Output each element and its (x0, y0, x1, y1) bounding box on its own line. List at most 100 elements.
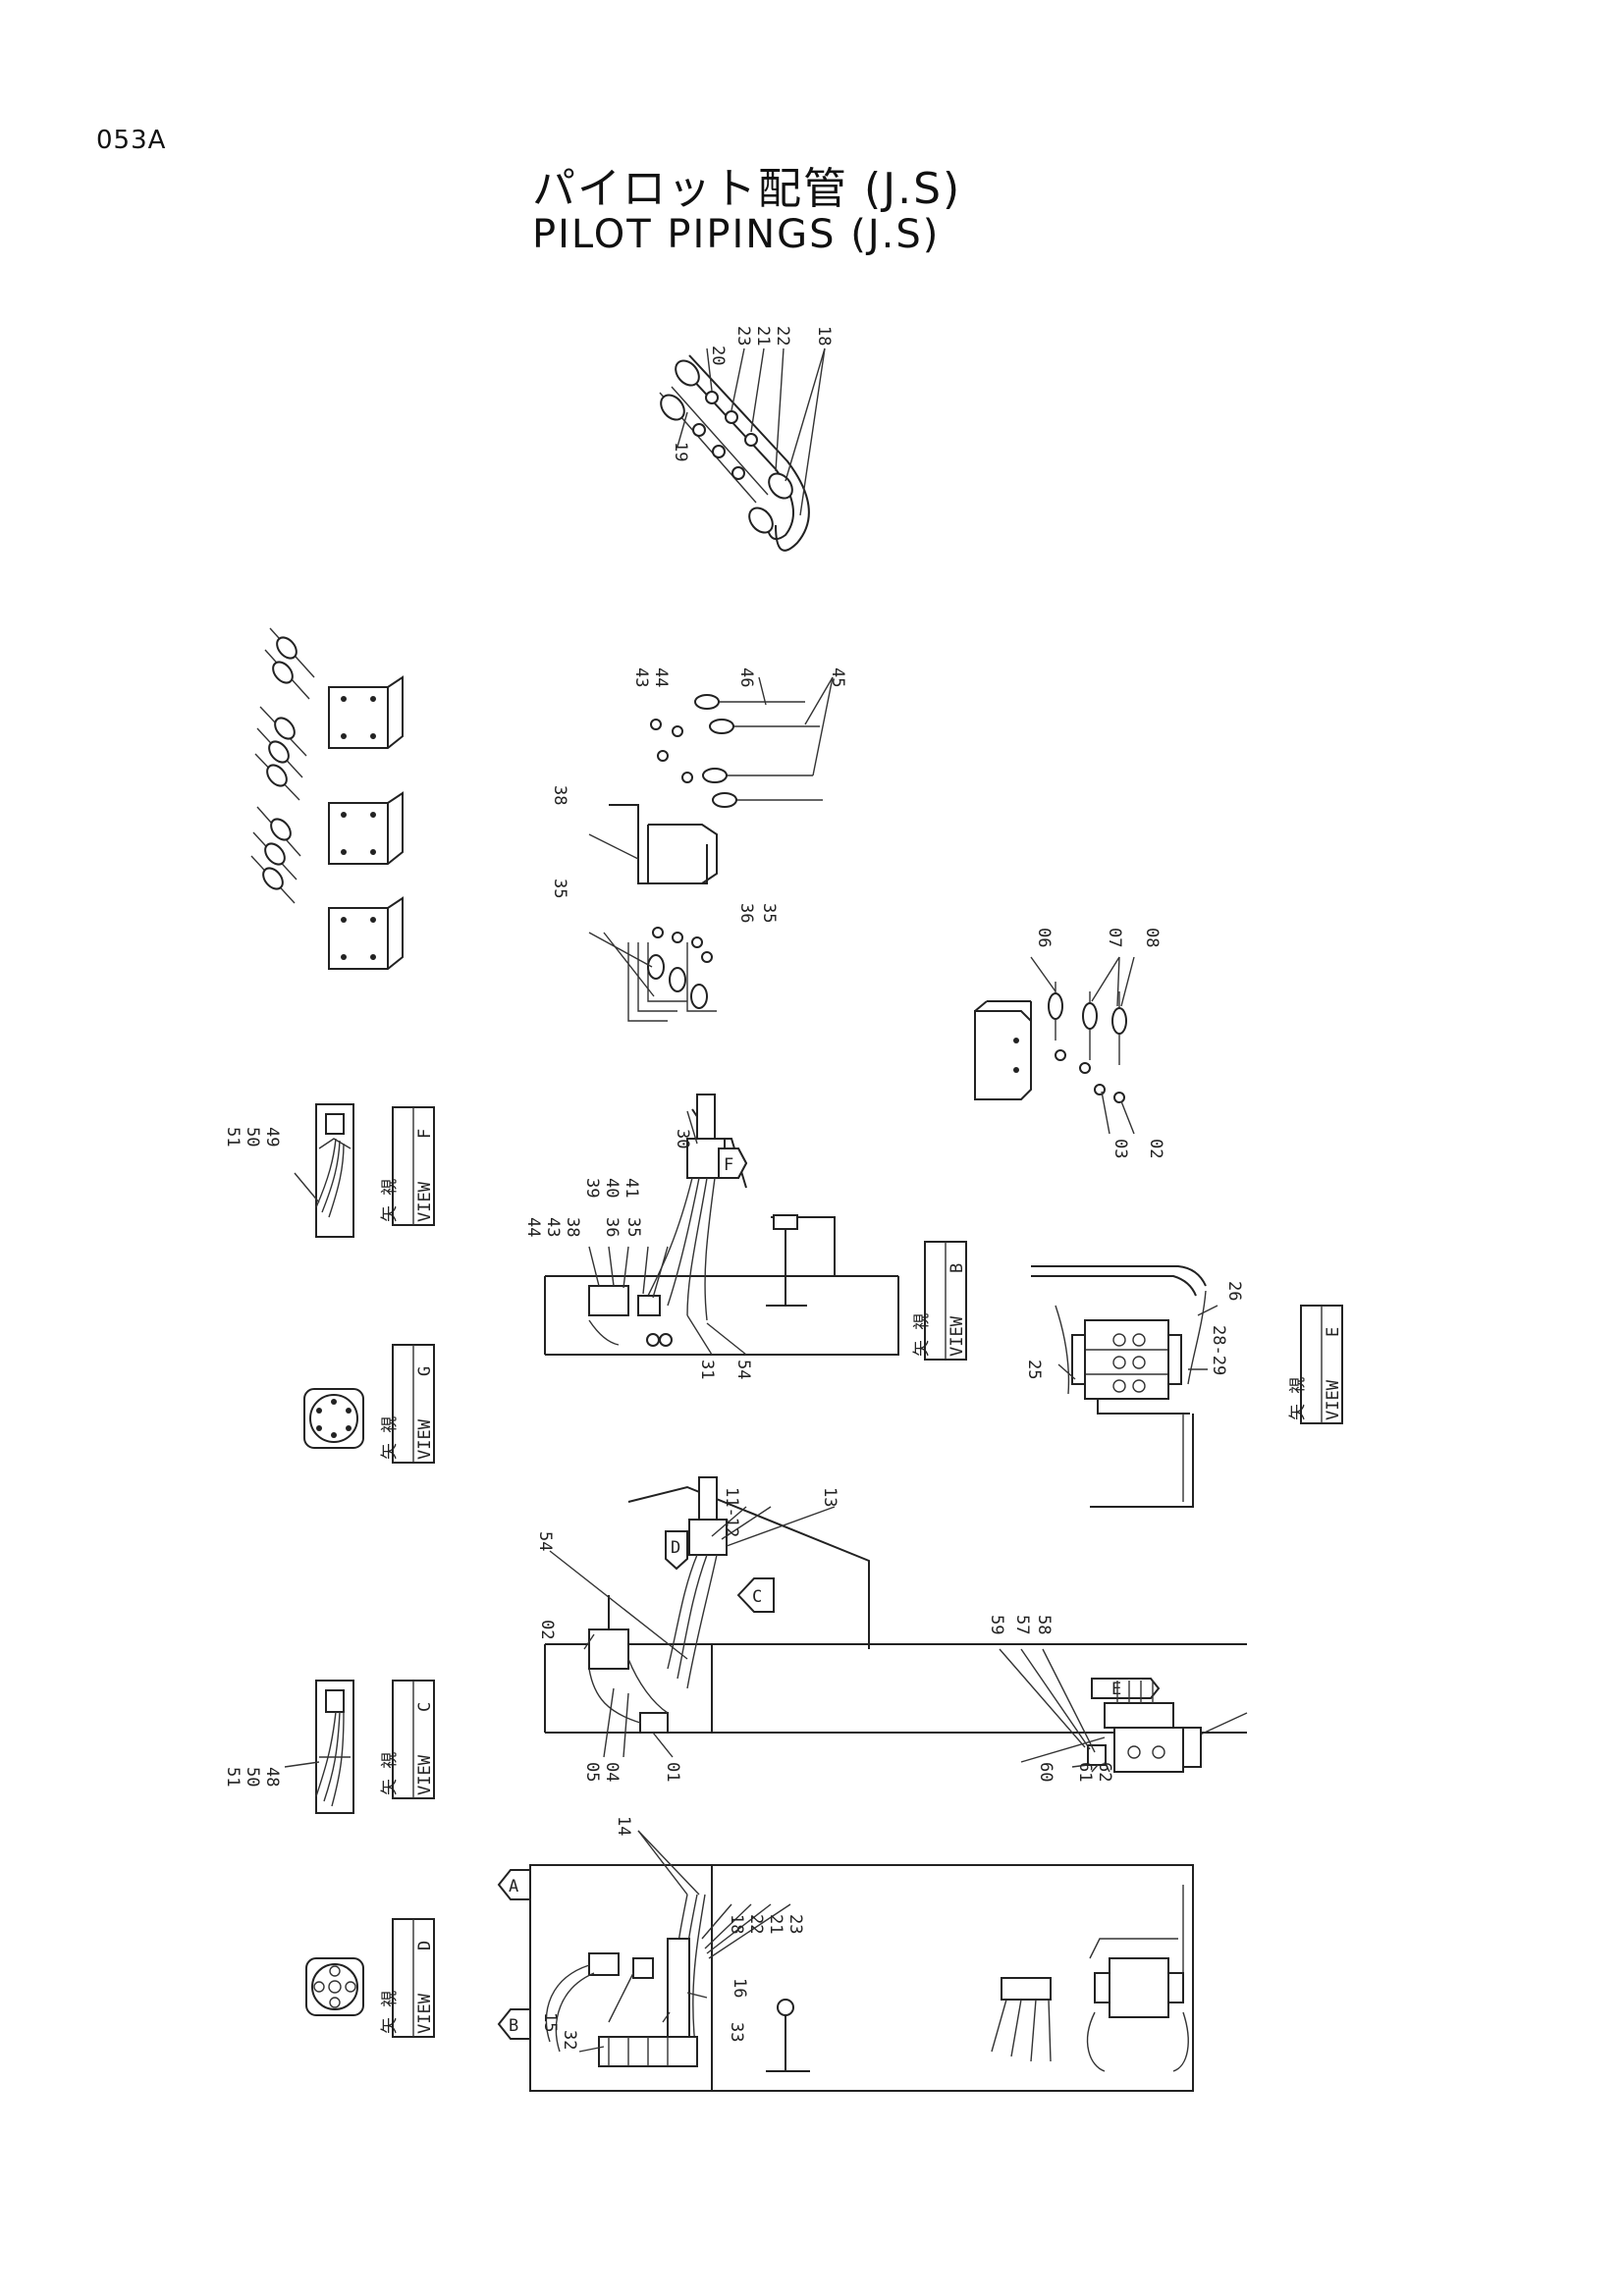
part-number-44: 44 (651, 667, 671, 687)
pilot-bracket-assembly (588, 676, 834, 1022)
part-number-54: 54 (733, 1360, 753, 1379)
part-number-11-12: 11-12 (722, 1487, 741, 1537)
part-number-32: 32 (560, 2030, 579, 2050)
part-number-13: 13 (820, 1487, 839, 1507)
part-number-50: 50 (243, 1127, 262, 1147)
part-number-58: 58 (1034, 1615, 1054, 1634)
arrow-marker-c: C (736, 1577, 775, 1613)
part-number-38-b: 38 (563, 1217, 582, 1237)
part-number-02-b: 02 (537, 1620, 557, 1639)
part-number-49: 49 (262, 1127, 282, 1147)
part-number-44-b: 44 (523, 1217, 543, 1237)
part-number-38: 38 (550, 785, 569, 805)
part-number-50-b: 50 (243, 1767, 262, 1787)
part-number-23-b: 23 (785, 1914, 805, 1934)
view-f-kanji: 矢 視 (380, 1179, 400, 1222)
part-number-28-29: 28-29 (1209, 1325, 1228, 1375)
part-number-41: 41 (622, 1178, 641, 1198)
part-number-15: 15 (540, 2012, 560, 2032)
part-number-22-b: 22 (746, 1914, 766, 1934)
part-number-04: 04 (602, 1762, 622, 1782)
part-number-20: 20 (708, 346, 728, 365)
part-number-36: 36 (736, 903, 756, 923)
part-number-07: 07 (1105, 928, 1124, 947)
part-number-19: 19 (671, 442, 690, 461)
cab-floor-assembly (529, 1830, 1194, 2092)
view-f-word: VIEW (415, 1181, 435, 1222)
part-number-14: 14 (614, 1816, 633, 1836)
part-number-46: 46 (736, 667, 756, 687)
part-number-45: 45 (828, 667, 847, 687)
page-code: 053A (96, 126, 167, 155)
view-label-c: 矢 視 VIEW C (380, 1680, 435, 1799)
part-number-51: 51 (223, 1127, 243, 1147)
part-number-08: 08 (1142, 928, 1162, 947)
part-number-43-b: 43 (543, 1217, 563, 1237)
part-number-21: 21 (753, 326, 773, 346)
part-number-18: 18 (814, 326, 834, 346)
part-number-31: 31 (697, 1360, 717, 1379)
svg-text:D: D (671, 1538, 680, 1558)
view-g-detail (303, 1388, 364, 1449)
lower-control-valve: E (999, 1648, 1248, 1773)
view-label-e: 矢 視 VIEW E (1288, 1305, 1343, 1424)
arrow-marker-b: B (497, 2008, 531, 2040)
view-f-detail (294, 1103, 354, 1238)
valve-block-fittings (974, 956, 1135, 1135)
part-number-06: 06 (1034, 928, 1054, 947)
view-g-kanji: 矢 視 (380, 1416, 400, 1460)
part-number-61: 61 (1075, 1762, 1095, 1782)
view-label-f: 矢 視 VIEW F (380, 1106, 435, 1226)
view-label-d: 矢 視 VIEW D (380, 1918, 435, 2038)
view-e-word: VIEW (1324, 1379, 1343, 1420)
view-e-kanji: 矢 視 (1288, 1377, 1308, 1420)
part-number-35: 35 (550, 879, 569, 898)
view-b-letter: B (947, 1263, 967, 1273)
arrow-marker-d: D (665, 1530, 688, 1571)
view-c-kanji: 矢 視 (380, 1752, 400, 1795)
svg-text:C: C (752, 1587, 762, 1607)
part-number-51-b: 51 (223, 1767, 243, 1787)
part-number-23: 23 (733, 326, 753, 346)
part-number-21-b: 21 (766, 1914, 785, 1934)
view-f-letter: F (415, 1129, 435, 1139)
arrow-marker-a: A (497, 1869, 531, 1900)
part-number-54-b: 54 (535, 1531, 555, 1551)
part-number-18-b: 18 (727, 1914, 746, 1934)
view-label-b: 矢 視 VIEW B (912, 1241, 967, 1361)
view-d-detail (305, 1957, 364, 2016)
part-number-43: 43 (631, 667, 651, 687)
view-b-word: VIEW (947, 1315, 967, 1357)
part-number-33: 33 (727, 2022, 746, 2042)
part-number-35-right: 35 (759, 903, 779, 923)
view-c-letter: C (415, 1702, 435, 1712)
part-number-57: 57 (1012, 1615, 1032, 1634)
view-d-word: VIEW (415, 1993, 435, 2034)
part-number-39: 39 (582, 1178, 602, 1198)
title-japanese: パイロット配管 (J.S) (532, 164, 962, 214)
view-label-g: 矢 視 VIEW G (380, 1344, 435, 1464)
part-number-05: 05 (582, 1762, 602, 1782)
arrow-marker-f: F (718, 1148, 748, 1179)
title-english: PILOT PIPINGS (J.S) (532, 212, 941, 257)
part-number-30: 30 (673, 1129, 692, 1148)
part-number-35-c: 35 (623, 1217, 643, 1237)
view-g-letter: G (415, 1366, 435, 1376)
part-number-01: 01 (663, 1762, 682, 1782)
part-number-03: 03 (1110, 1139, 1130, 1158)
view-b-kanji: 矢 視 (912, 1313, 932, 1357)
svg-text:B: B (509, 2016, 518, 2036)
view-c-word: VIEW (415, 1754, 435, 1795)
part-number-59: 59 (987, 1615, 1006, 1634)
view-c-detail (284, 1680, 354, 1814)
view-d-kanji: 矢 視 (380, 1991, 400, 2034)
arrow-marker-e: E (1111, 1680, 1121, 1699)
svg-text:A: A (509, 1877, 518, 1896)
left-block-hoses (250, 627, 404, 970)
part-number-22: 22 (773, 326, 792, 346)
part-number-48: 48 (262, 1767, 282, 1787)
part-number-02: 02 (1146, 1139, 1165, 1158)
part-number-16: 16 (730, 1978, 749, 1998)
part-number-60: 60 (1036, 1762, 1056, 1782)
